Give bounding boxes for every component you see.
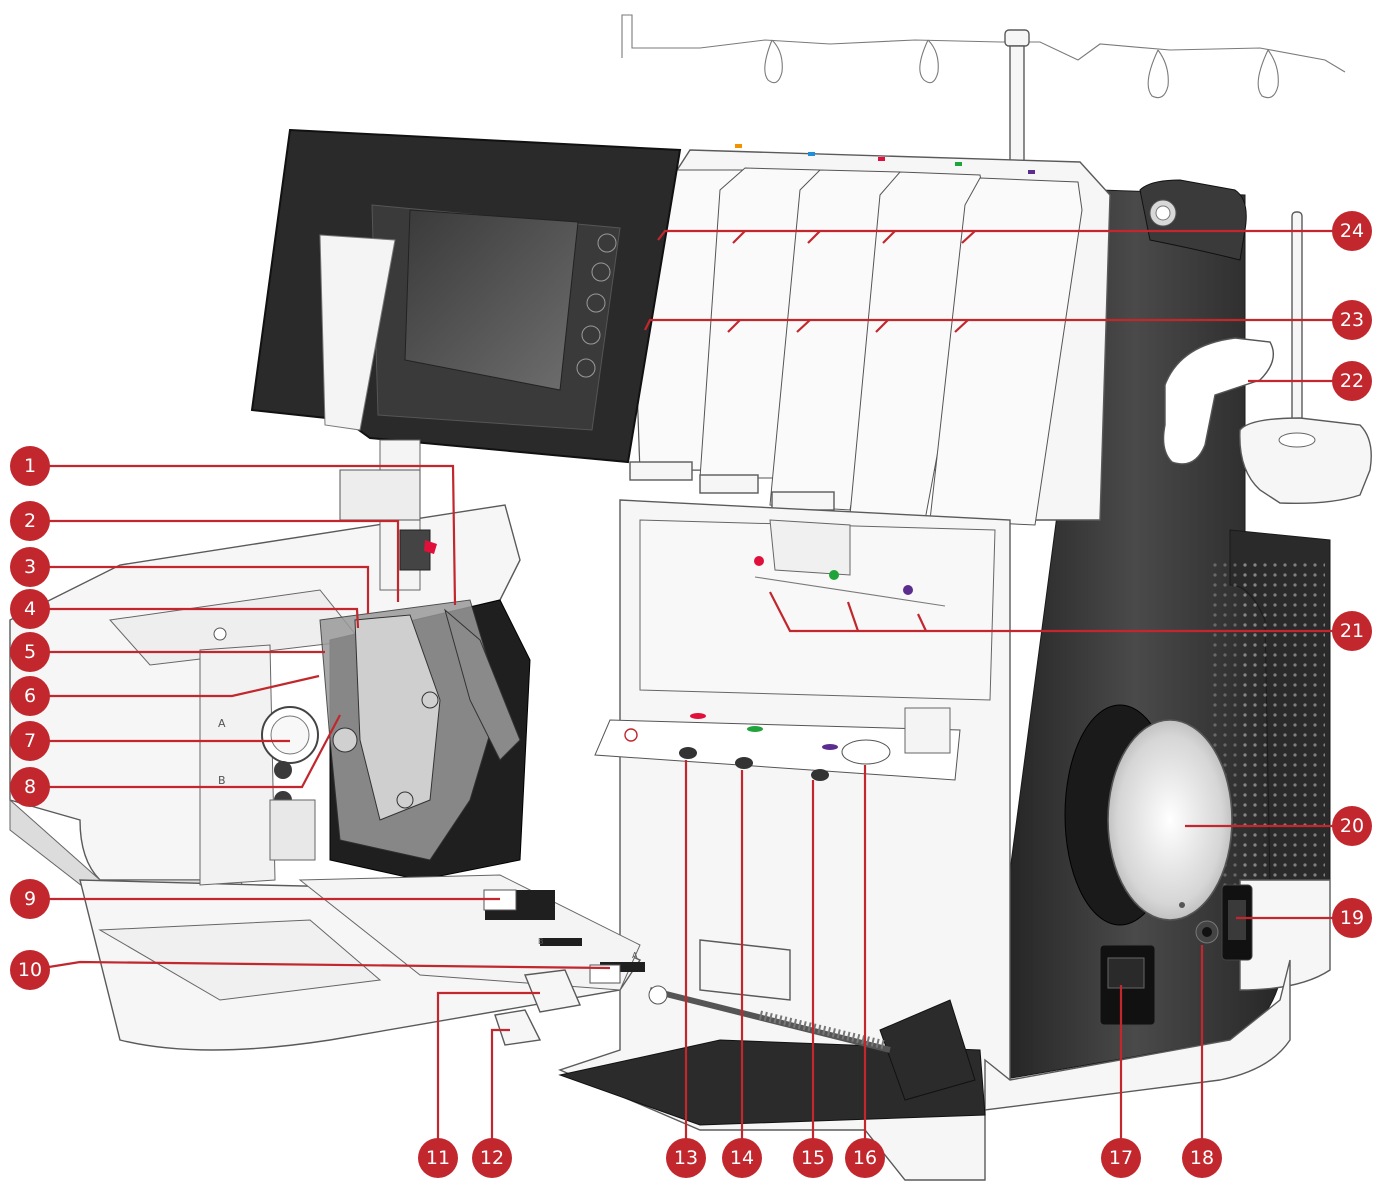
callout-21-label: 21 [1340,620,1364,642]
callout-14-label: 14 [730,1147,754,1169]
callout-3: 3 [10,547,50,587]
callout-22: 22 [1332,361,1372,401]
display-buttons [576,233,617,378]
callout-2: 2 [10,501,50,541]
lower-mechanism: B A [298,874,891,1053]
callout-4-label: 4 [24,598,36,620]
thread-guide-covers [629,144,1111,526]
callout-10: 10 [10,950,50,990]
callout-24: 24 [1332,211,1372,251]
callout-12-label: 12 [480,1147,504,1169]
callout-14: 14 [722,1138,762,1178]
slider-b-mark: B [538,937,544,946]
callout-21: 21 [1332,611,1372,651]
callout-24-label: 24 [1340,220,1364,242]
spool-holder [1239,417,1372,505]
callout-1: 1 [10,446,50,486]
callout-18-label: 18 [1190,1147,1214,1169]
callout-12: 12 [472,1138,512,1178]
needle-area [319,439,531,881]
callout-20-label: 20 [1340,815,1364,837]
callout-8: 8 [10,767,50,807]
callout-11-label: 11 [426,1147,450,1169]
dial-a-mark: A [218,717,226,730]
callout-13: 13 [666,1138,706,1178]
differential-dials-panel: A B [199,644,319,886]
callout-11: 11 [418,1138,458,1178]
callout-18: 18 [1182,1138,1222,1178]
callout-3-label: 3 [24,556,36,578]
hand-wheel [1064,704,1233,926]
callout-13-label: 13 [674,1147,698,1169]
callout-16-label: 16 [853,1147,877,1169]
looper-cover-area [594,519,996,781]
callout-16: 16 [845,1138,885,1178]
callout-17-label: 17 [1109,1147,1133,1169]
callout-17: 17 [1101,1138,1141,1178]
callout-8-label: 8 [24,776,36,798]
callout-2-label: 2 [24,510,36,532]
callout-15-label: 15 [801,1147,825,1169]
callout-10-label: 10 [18,959,42,981]
callout-15: 15 [793,1138,833,1178]
callout-6: 6 [10,676,50,716]
power-controls [1099,884,1253,1026]
callout-23-label: 23 [1340,309,1364,331]
callout-4: 4 [10,589,50,629]
callout-19: 19 [1332,898,1372,938]
callout-5-label: 5 [24,641,36,663]
callout-9-label: 9 [24,888,36,910]
callout-9: 9 [10,879,50,919]
callout-19-label: 19 [1340,907,1364,929]
display-panel [250,128,682,464]
callout-7-label: 7 [24,730,36,752]
callout-5: 5 [10,632,50,672]
callout-6-label: 6 [24,685,36,707]
callout-22-label: 22 [1340,370,1364,392]
callout-1-label: 1 [24,455,36,477]
slider-a-mark: A [632,951,638,960]
dial-b-mark: B [218,774,226,787]
callout-7: 7 [10,721,50,761]
callout-20: 20 [1332,806,1372,846]
callout-23: 23 [1332,300,1372,340]
